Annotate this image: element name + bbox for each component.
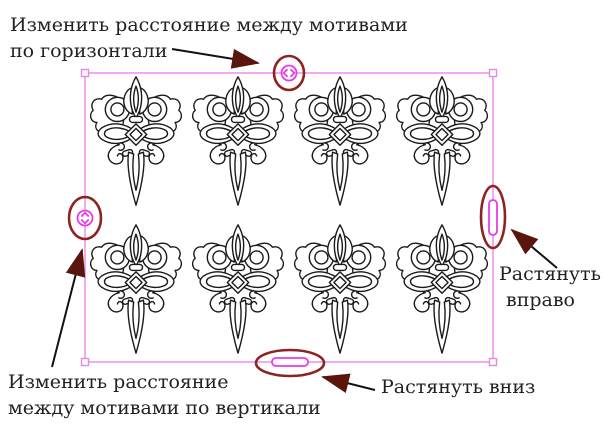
label-line: Изменить расстояние между мотивами (10, 14, 408, 36)
callout-ring-vertical-spacing (67, 195, 103, 241)
pattern-motif[interactable] (91, 77, 182, 205)
label-stretch-right: Растянуть вправо (499, 261, 601, 313)
arrow-vertical-spacing (51, 248, 86, 368)
corner-handle-top-left[interactable] (80, 68, 90, 78)
arrow-stretch-right (510, 228, 558, 269)
arrow-stretch-down (321, 373, 376, 394)
vertical-spacing-handle[interactable] (76, 209, 94, 227)
chevron-up-icon (80, 211, 90, 217)
pattern-motif[interactable] (295, 77, 386, 205)
pattern-motif[interactable] (91, 225, 182, 353)
chevron-down-icon (80, 219, 90, 225)
pattern-motif[interactable] (193, 225, 284, 353)
corner-handle-bottom-right[interactable] (488, 357, 498, 367)
chevron-right-icon (290, 68, 296, 78)
label-horizontal-spacing: Изменить расстояние между мотивами по го… (10, 12, 408, 64)
label-line: Изменить расстояние (8, 371, 229, 393)
callout-ring-stretch-right (479, 184, 507, 250)
corner-handle-bottom-left[interactable] (80, 357, 90, 367)
corner-handle-top-right[interactable] (488, 68, 498, 78)
arrow-horizontal-spacing (171, 48, 260, 69)
stretch-down-handle[interactable] (271, 357, 309, 367)
label-vertical-spacing: Изменить расстояние между мотивами по ве… (8, 369, 321, 421)
pattern-motif[interactable] (397, 77, 488, 205)
label-line: Растянуть вниз (381, 376, 536, 398)
pattern-motif[interactable] (397, 225, 488, 353)
label-line: между мотивами по вертикали (8, 397, 321, 419)
label-line: вправо (506, 289, 575, 311)
stretch-right-handle[interactable] (488, 199, 498, 236)
callout-ring-horizontal-spacing (272, 54, 306, 92)
label-stretch-down: Растянуть вниз (381, 374, 535, 400)
label-line: по горизонтали (10, 40, 168, 62)
label-line: Растянуть (499, 263, 601, 285)
chevron-left-icon (282, 68, 288, 78)
horizontal-spacing-handle[interactable] (280, 64, 298, 82)
pattern-tile-group (91, 77, 488, 353)
pattern-motif[interactable] (193, 77, 284, 205)
callout-ring-stretch-down (254, 348, 326, 378)
pattern-motif[interactable] (295, 225, 386, 353)
